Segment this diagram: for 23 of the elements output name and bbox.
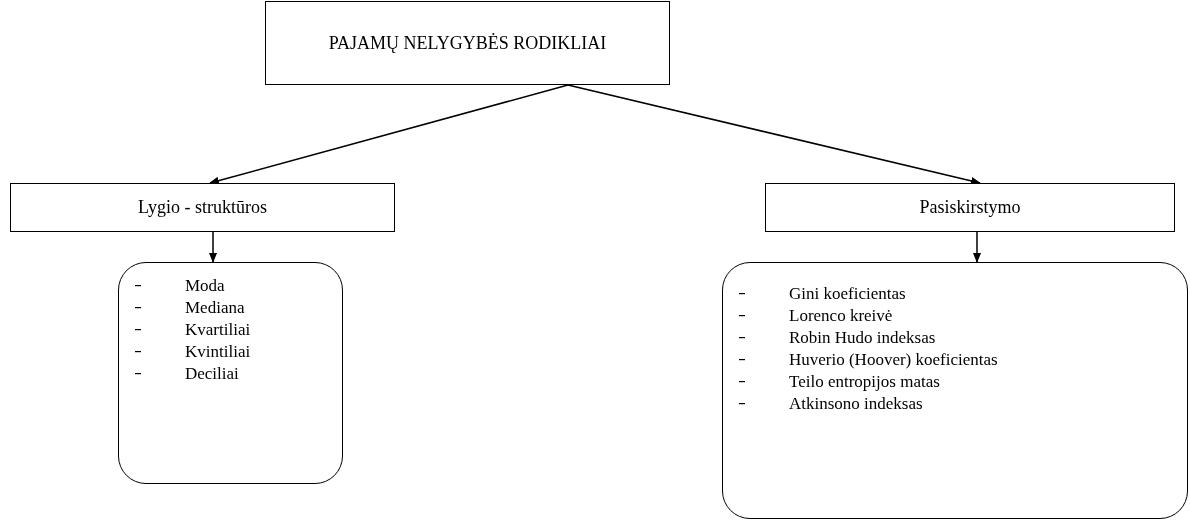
list-item: Robin Hudo indeksas [789, 327, 936, 350]
category-box [765, 183, 1175, 232]
list-item: Gini koeficientas [789, 283, 906, 306]
arrow [209, 231, 217, 263]
list-item: Atkinsono indeksas [789, 393, 923, 416]
list-item: Teilo entropijos matas [789, 371, 940, 394]
list-item: Kvintiliai [185, 341, 251, 364]
list-item: Huverio (Hoover) koeficientas [789, 349, 998, 372]
title-box [265, 1, 670, 85]
list-item: Deciliai [185, 363, 239, 386]
arrow [973, 231, 981, 263]
list-item: Kvartiliai [185, 319, 251, 342]
list-item: Lorenco kreivė [789, 305, 893, 328]
list-item: Mediana [185, 297, 245, 320]
arrow [567, 84, 981, 185]
list-item: Moda [185, 275, 225, 298]
rounded-box [118, 262, 343, 484]
box-label: PAJAMŲ NELYGYBĖS RODIKLIAI [328, 31, 607, 55]
box-label: Pasiskirstymo [919, 196, 1021, 219]
box-label: Lygio - struktūros [138, 196, 267, 219]
rounded-box [722, 262, 1188, 519]
arrow [209, 84, 569, 185]
category-box [10, 183, 395, 232]
